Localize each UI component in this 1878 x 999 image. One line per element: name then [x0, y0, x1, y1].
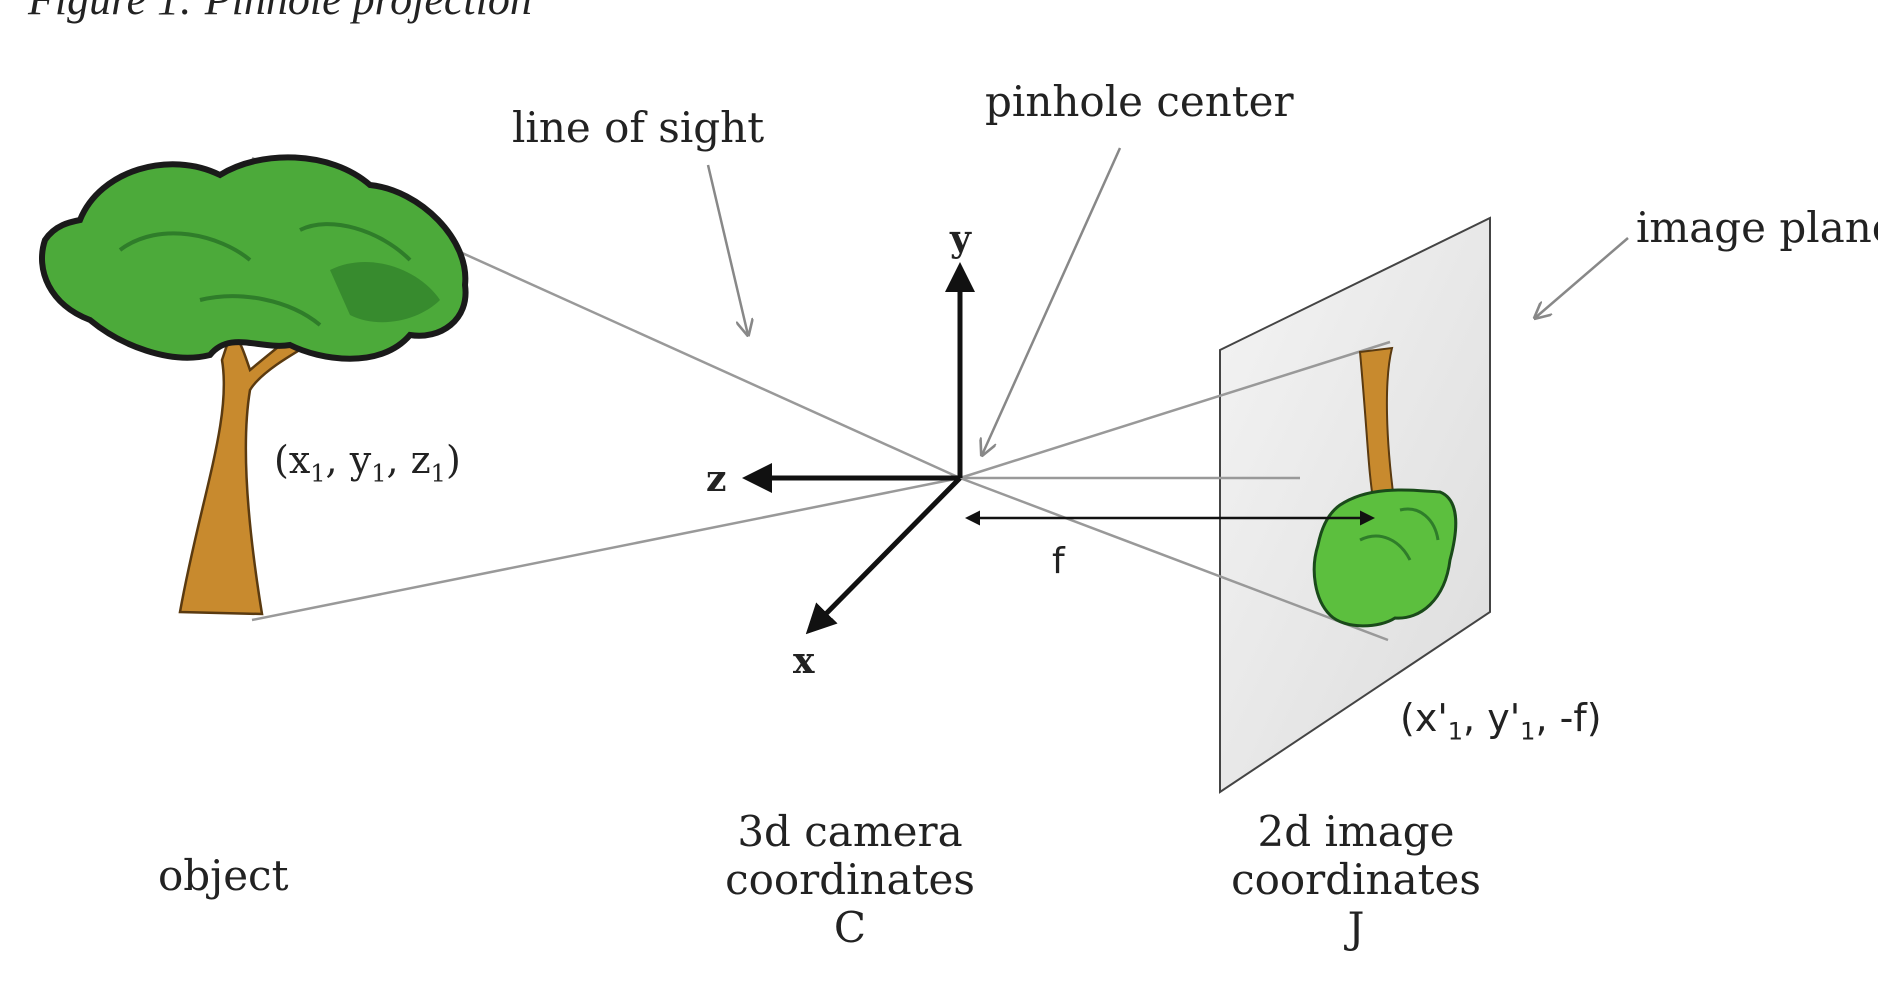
object-point-x-sub: 1 [310, 459, 326, 488]
image-point-x-sub: 1 [1447, 717, 1464, 746]
object-label: object [158, 851, 289, 900]
image-coordinates-line-1: 2d image [1257, 807, 1455, 856]
focal-length-label: f [1052, 541, 1065, 582]
axis-y-label: y [950, 218, 971, 260]
object-point-open: ( [274, 438, 289, 482]
object-point-y: y [349, 438, 372, 482]
object-point-close: ) [445, 438, 461, 482]
line-of-sight-pointer [706, 164, 748, 335]
pinhole-center-label: pinhole center [985, 77, 1294, 126]
object-point-label: (x1, y1, z1) [274, 438, 461, 488]
camera-coordinates-line-2: coordinates [725, 855, 975, 904]
image-point-label: (x'1, y'1, -f) [1400, 696, 1602, 746]
pinhole-pointer [982, 147, 1122, 455]
object-point-z-sub: 1 [430, 459, 446, 488]
camera-coordinates-label: 3d camera coordinates C [700, 808, 1000, 952]
image-point-open: ( [1400, 696, 1415, 740]
image-point-y-sub: 1 [1520, 717, 1536, 746]
tree-trunk [178, 327, 323, 616]
image-point-x: x' [1414, 696, 1448, 740]
line-of-sight-label: line of sight [512, 103, 765, 152]
pointer-arrows [706, 147, 1629, 455]
image-coordinates-line-2: coordinates [1231, 855, 1481, 904]
image-point-f: -f [1559, 696, 1587, 740]
camera-coordinates-line-3: C [833, 903, 867, 952]
axis-z-label: z [706, 458, 727, 500]
object-point-z: z [410, 438, 431, 482]
sight-lines [251, 156, 1391, 642]
axis-x-label: x [793, 640, 815, 682]
image-coordinates-label: 2d image coordinates J [1206, 808, 1506, 952]
camera-coordinates-line-1: 3d camera [737, 807, 963, 856]
image-coordinates-line-3: J [1347, 903, 1365, 952]
camera-axes [742, 262, 975, 635]
x-axis [805, 476, 962, 635]
image-point-close: ) [1586, 696, 1602, 740]
object-point-x: x [288, 438, 311, 482]
object-tree [39, 154, 469, 616]
figure-caption: Figure 1: Pinhole projection [28, 0, 532, 25]
tree-foliage [39, 154, 469, 362]
image-plane-label: image plane [1636, 203, 1878, 252]
object-point-y-sub: 1 [371, 459, 387, 488]
image-point-y: y' [1487, 696, 1521, 740]
image-plane-pointer [1535, 237, 1629, 318]
